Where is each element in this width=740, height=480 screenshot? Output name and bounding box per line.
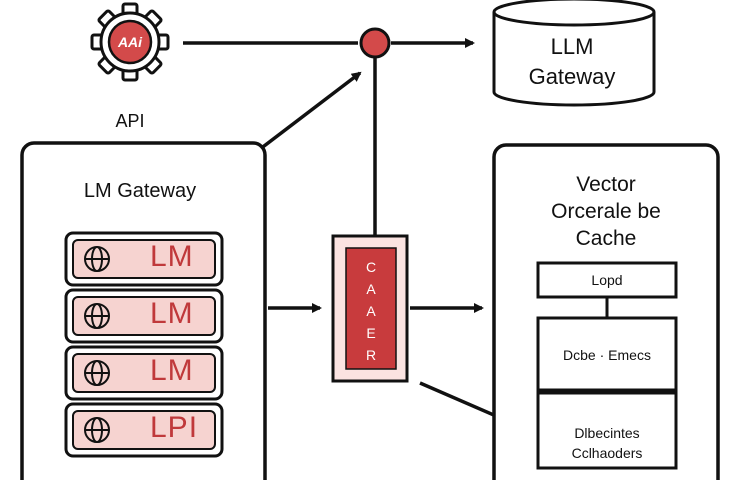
cache-letter: A [366, 281, 376, 297]
cylinder-label-line2: Gateway [528, 64, 616, 89]
gateway-row-label: LPI [150, 411, 199, 444]
database-cylinder [492, 0, 656, 107]
cache-letter: E [366, 325, 376, 341]
gear-icon [90, 2, 170, 82]
vector-title-line1: Vector [576, 173, 636, 196]
gateway-row-label: LM [150, 354, 194, 387]
gateway-row [64, 231, 224, 287]
cache-letter: R [365, 347, 377, 363]
encoders-box [536, 391, 678, 470]
api-label: API [115, 111, 145, 131]
metrics-box [536, 316, 678, 392]
globe-icon [84, 360, 110, 386]
globe-icon [84, 417, 110, 443]
vector-cache-title: Vector Orcerale be Cache [496, 171, 716, 252]
encoders-line1: Dlbecintes [574, 425, 640, 441]
load-box-label: Lopd [591, 272, 623, 288]
gateway-row-label: LM [150, 240, 194, 273]
gateway-row [64, 402, 224, 458]
metrics-box-label: Dcbe · Emecs [563, 347, 651, 363]
cylinder-label-line1: LLM [550, 34, 594, 59]
cache-label: C A A E R [346, 256, 396, 366]
junction-node [359, 27, 391, 59]
encoders-box-label: Dlbecintes Cclhaoders [538, 423, 676, 463]
encoders-line2: Cclhaoders [571, 445, 643, 461]
gateway-row-label: LM [150, 297, 194, 330]
cylinder-label: LLM Gateway [492, 32, 652, 92]
cache-inner [345, 247, 397, 370]
cache-letter: C [365, 259, 377, 275]
gateway-row [64, 345, 224, 401]
cache-letter: A [366, 303, 376, 319]
vector-title-line3: Cache [575, 227, 637, 250]
gateway-row [64, 288, 224, 344]
globe-icon [84, 246, 110, 272]
vector-title-line2: Orcerale be [551, 200, 661, 223]
load-box [536, 261, 678, 299]
globe-icon [84, 303, 110, 329]
api-logo-text: AAi [117, 34, 143, 50]
gateway-title: LM Gateway [83, 180, 197, 202]
